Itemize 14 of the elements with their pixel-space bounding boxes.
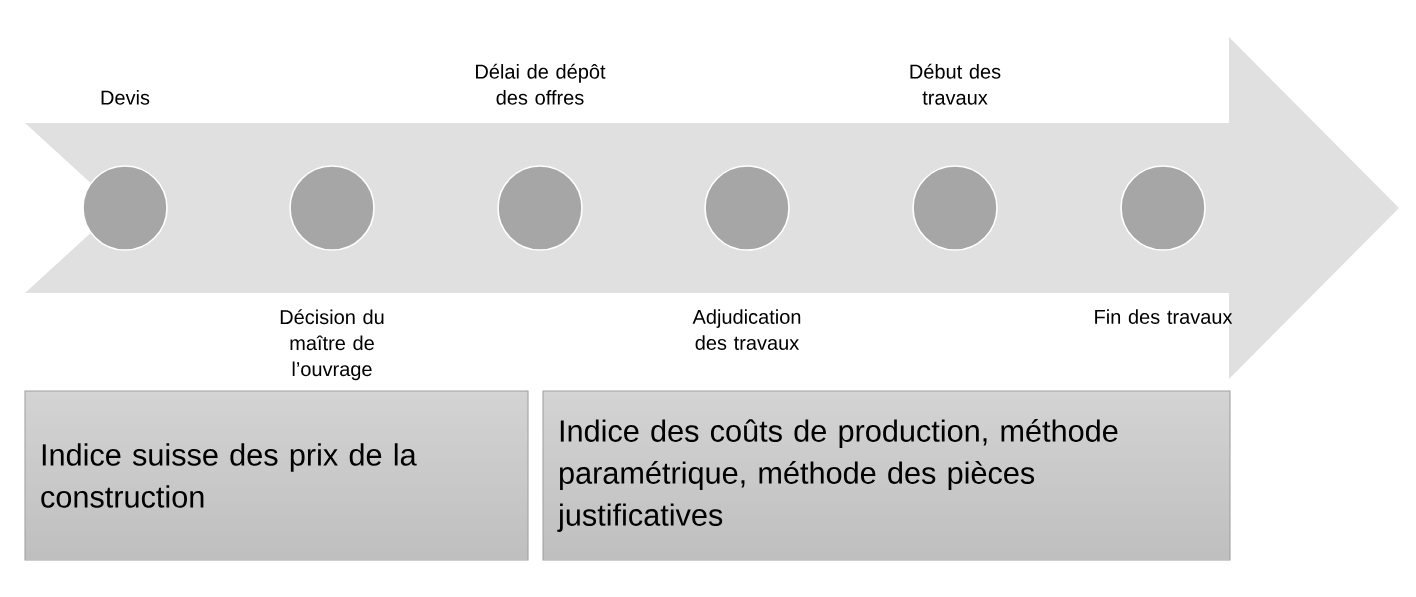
milestone-circle: [704, 165, 790, 251]
index-box: Indice suisse des prix de la construction: [24, 390, 529, 561]
milestone-circle: [1120, 165, 1206, 251]
milestone-circle: [82, 165, 168, 251]
milestone-label: Devis: [101, 90, 150, 105]
milestone-label: Délai de dépôt des offres: [476, 63, 606, 105]
milestone-circle: [497, 165, 583, 251]
milestone-label: Début des travaux: [910, 63, 1001, 105]
milestone-label: Décision du maître de l’ouvrage: [280, 309, 384, 381]
index-box: Indice des coûts de production, méthode paramétrique, méthode des pièces justificatives: [542, 390, 1231, 561]
milestone-label: Adjudication des travaux: [692, 309, 801, 350]
milestone-circle: [289, 165, 375, 251]
milestone-label: Fin des travaux: [1095, 309, 1233, 324]
milestone-circle: [912, 165, 998, 251]
